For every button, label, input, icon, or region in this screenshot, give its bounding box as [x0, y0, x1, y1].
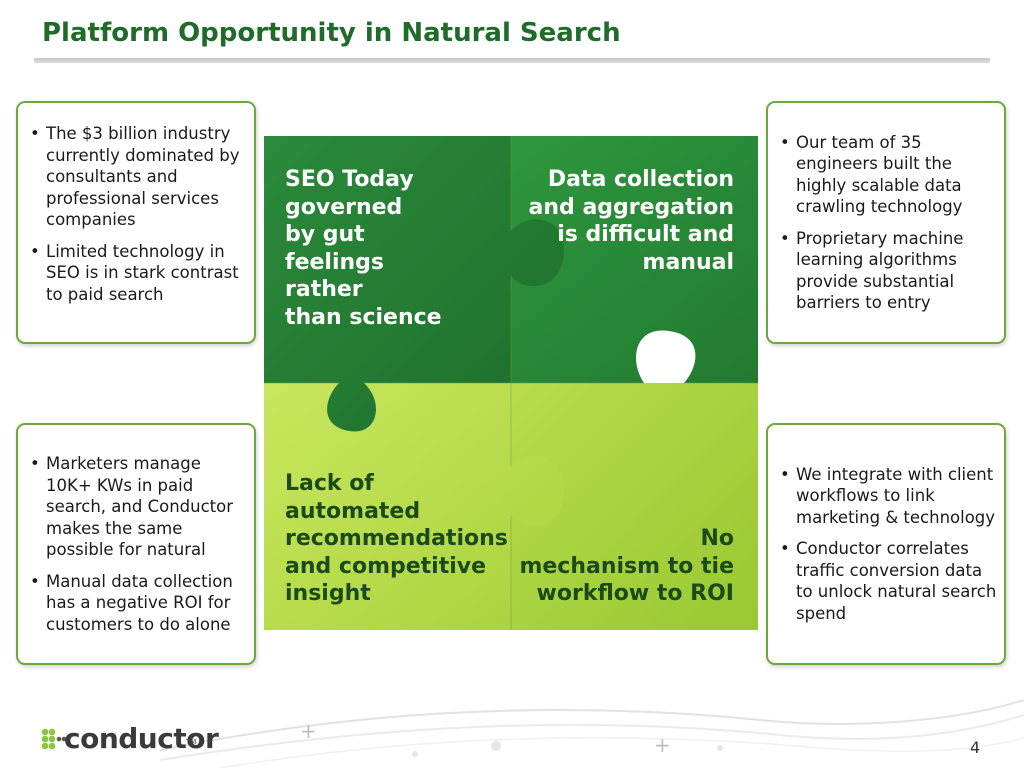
decorative-swoosh: + +	[160, 699, 1024, 768]
bullet-item: Limited technology in SEO is in stark co…	[28, 241, 250, 306]
bullet-list: Our team of 35 engineers built the highl…	[778, 132, 1000, 314]
bullet-list: Marketers manage 10K+ KWs in paid search…	[28, 453, 250, 635]
title-divider	[34, 58, 990, 63]
bullet-item: Conductor correlates traffic conversion …	[778, 538, 1000, 624]
page-number: 4	[970, 738, 981, 757]
trademark-mark: TM	[186, 738, 197, 746]
bullet-item: Manual data collection has a negative RO…	[28, 571, 250, 636]
callout-box-bottom-right: We integrate with client workflows to li…	[766, 423, 1006, 665]
puzzle-piece-bottom-left	[264, 383, 564, 630]
bullet-item: Proprietary machine learning algorithms …	[778, 228, 1000, 314]
conductor-logo-icon	[41, 728, 70, 750]
puzzle-graphic	[264, 136, 758, 630]
bullet-item: Marketers manage 10K+ KWs in paid search…	[28, 453, 250, 561]
svg-text:+: +	[300, 719, 317, 743]
puzzle-piece-top-right	[459, 136, 758, 383]
slide-title: Platform Opportunity in Natural Search	[42, 18, 621, 48]
conductor-logo-text: conductor	[64, 722, 219, 755]
callout-box-top-right: Our team of 35 engineers built the highl…	[766, 101, 1006, 344]
bullet-item: The $3 billion industry currently domina…	[28, 123, 250, 231]
puzzle-piece-top-left	[264, 136, 564, 432]
bullet-list: The $3 billion industry currently domina…	[28, 123, 250, 305]
puzzle-piece-bottom-right	[511, 383, 758, 630]
bullet-list: We integrate with client workflows to li…	[778, 464, 1000, 625]
bullet-item: We integrate with client workflows to li…	[778, 464, 1000, 529]
svg-text:+: +	[654, 733, 671, 757]
callout-box-bottom-left: Marketers manage 10K+ KWs in paid search…	[16, 423, 256, 665]
bullet-item: Our team of 35 engineers built the highl…	[778, 132, 1000, 218]
callout-box-top-left: The $3 billion industry currently domina…	[16, 101, 256, 344]
